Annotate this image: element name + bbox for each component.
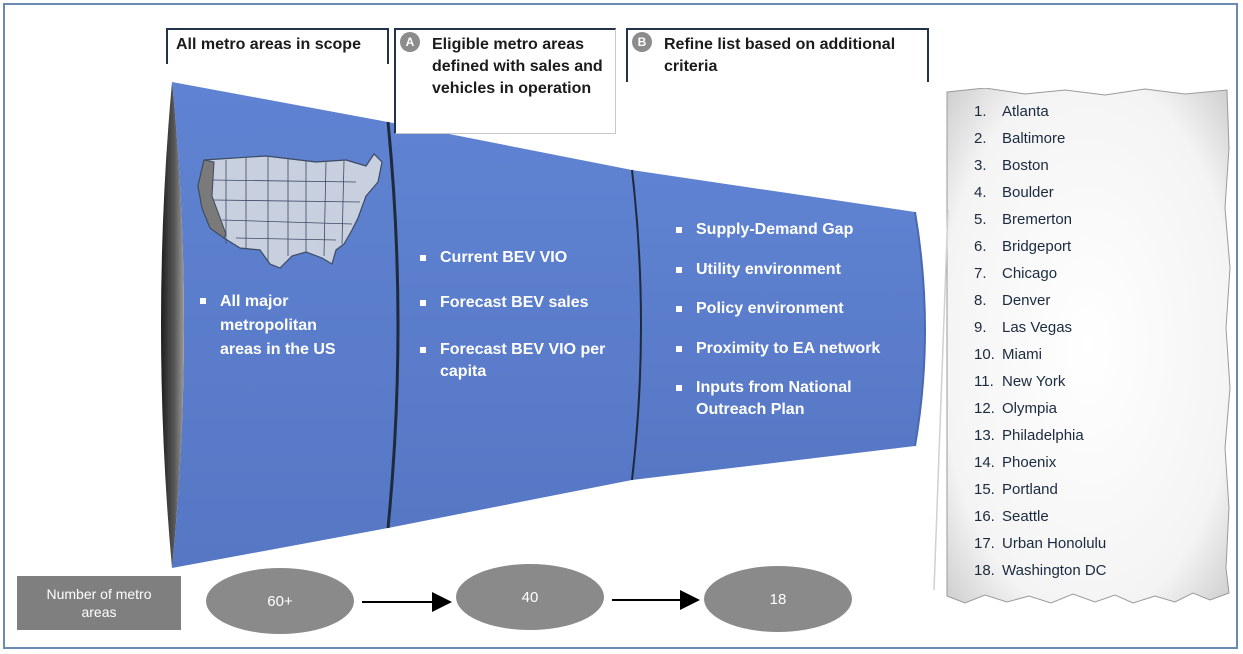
- list-item: 11.New York: [974, 373, 1066, 390]
- funnel-rim: [161, 82, 184, 568]
- list-item: 16.Seattle: [974, 508, 1049, 525]
- stage2-header: Eligible metro areas defined with sales …: [394, 28, 616, 134]
- bullet-text: Forecast BEV sales: [440, 294, 589, 311]
- list-item: 14.Phoenix: [974, 454, 1057, 471]
- stage3-badge: B: [632, 32, 652, 52]
- list-item: 4.Boulder: [974, 184, 1054, 201]
- stage3-header-text: Refine list based on additional criteria: [664, 36, 896, 75]
- stage3-header: Refine list based on additional criteria: [626, 28, 929, 82]
- bullet-text: Forecast BEV VIO per capita: [440, 341, 606, 380]
- funnel-seam-2: [631, 169, 642, 481]
- bullet-text: Current BEV VIO: [440, 249, 568, 266]
- list-item: 12.Olympia: [974, 400, 1058, 417]
- stage1-header-text: All metro areas in scope: [176, 36, 361, 53]
- list-item: 10.Miami: [974, 346, 1042, 363]
- stage2-header-text: Eligible metro areas defined with sales …: [432, 36, 603, 97]
- list-item: 3.Boston: [974, 157, 1049, 174]
- list-item: 6.Bridgeport: [974, 238, 1072, 255]
- bullet-text: All major metropolitan areas in the US: [220, 293, 336, 358]
- stage1-header: All metro areas in scope: [166, 28, 389, 64]
- count-value: 40: [521, 588, 539, 606]
- paper-connector-line: [933, 209, 949, 591]
- stage2-badge: A: [400, 32, 420, 52]
- city-list-paper: [946, 88, 1231, 604]
- list-item: 17.Urban Honolulu: [974, 535, 1107, 552]
- bullet-text: Policy environment: [696, 300, 844, 317]
- funnel-right-edge: [914, 211, 926, 447]
- list-item: 7.Chicago: [974, 265, 1058, 282]
- count-label-box: Number of metro areas: [17, 576, 181, 630]
- diagram-frame: [3, 3, 1238, 649]
- count-oval-1: 60+: [206, 568, 354, 634]
- list-item: 9.Las Vegas: [974, 319, 1073, 336]
- bullet-text: Proximity to EA network: [696, 340, 881, 357]
- list-item: 2.Baltimore: [974, 130, 1066, 147]
- list-item: 18.Washington DC: [974, 562, 1107, 579]
- us-map-icon: [197, 153, 383, 269]
- bullet-text: Supply-Demand Gap: [696, 221, 854, 238]
- bullet-text: Utility environment: [696, 261, 841, 278]
- list-item: 15.Portland: [974, 481, 1058, 498]
- count-label-text: Number of metro areas: [46, 586, 152, 620]
- list-item: 8.Denver: [974, 292, 1051, 309]
- bullet-text: Inputs from National Outreach Plan: [696, 379, 852, 418]
- funnel-segment-2: [388, 122, 641, 528]
- count-oval-3: 18: [704, 566, 852, 632]
- list-item: 13.Philadelphia: [974, 427, 1084, 444]
- list-item: 5.Bremerton: [974, 211, 1073, 228]
- funnel-segment-3: [632, 170, 925, 480]
- count-value: 18: [769, 590, 787, 608]
- list-item: 1.Atlanta: [974, 103, 1049, 120]
- count-oval-2: 40: [456, 564, 604, 630]
- count-value: 60+: [267, 592, 293, 610]
- funnel-seam-1: [386, 121, 400, 529]
